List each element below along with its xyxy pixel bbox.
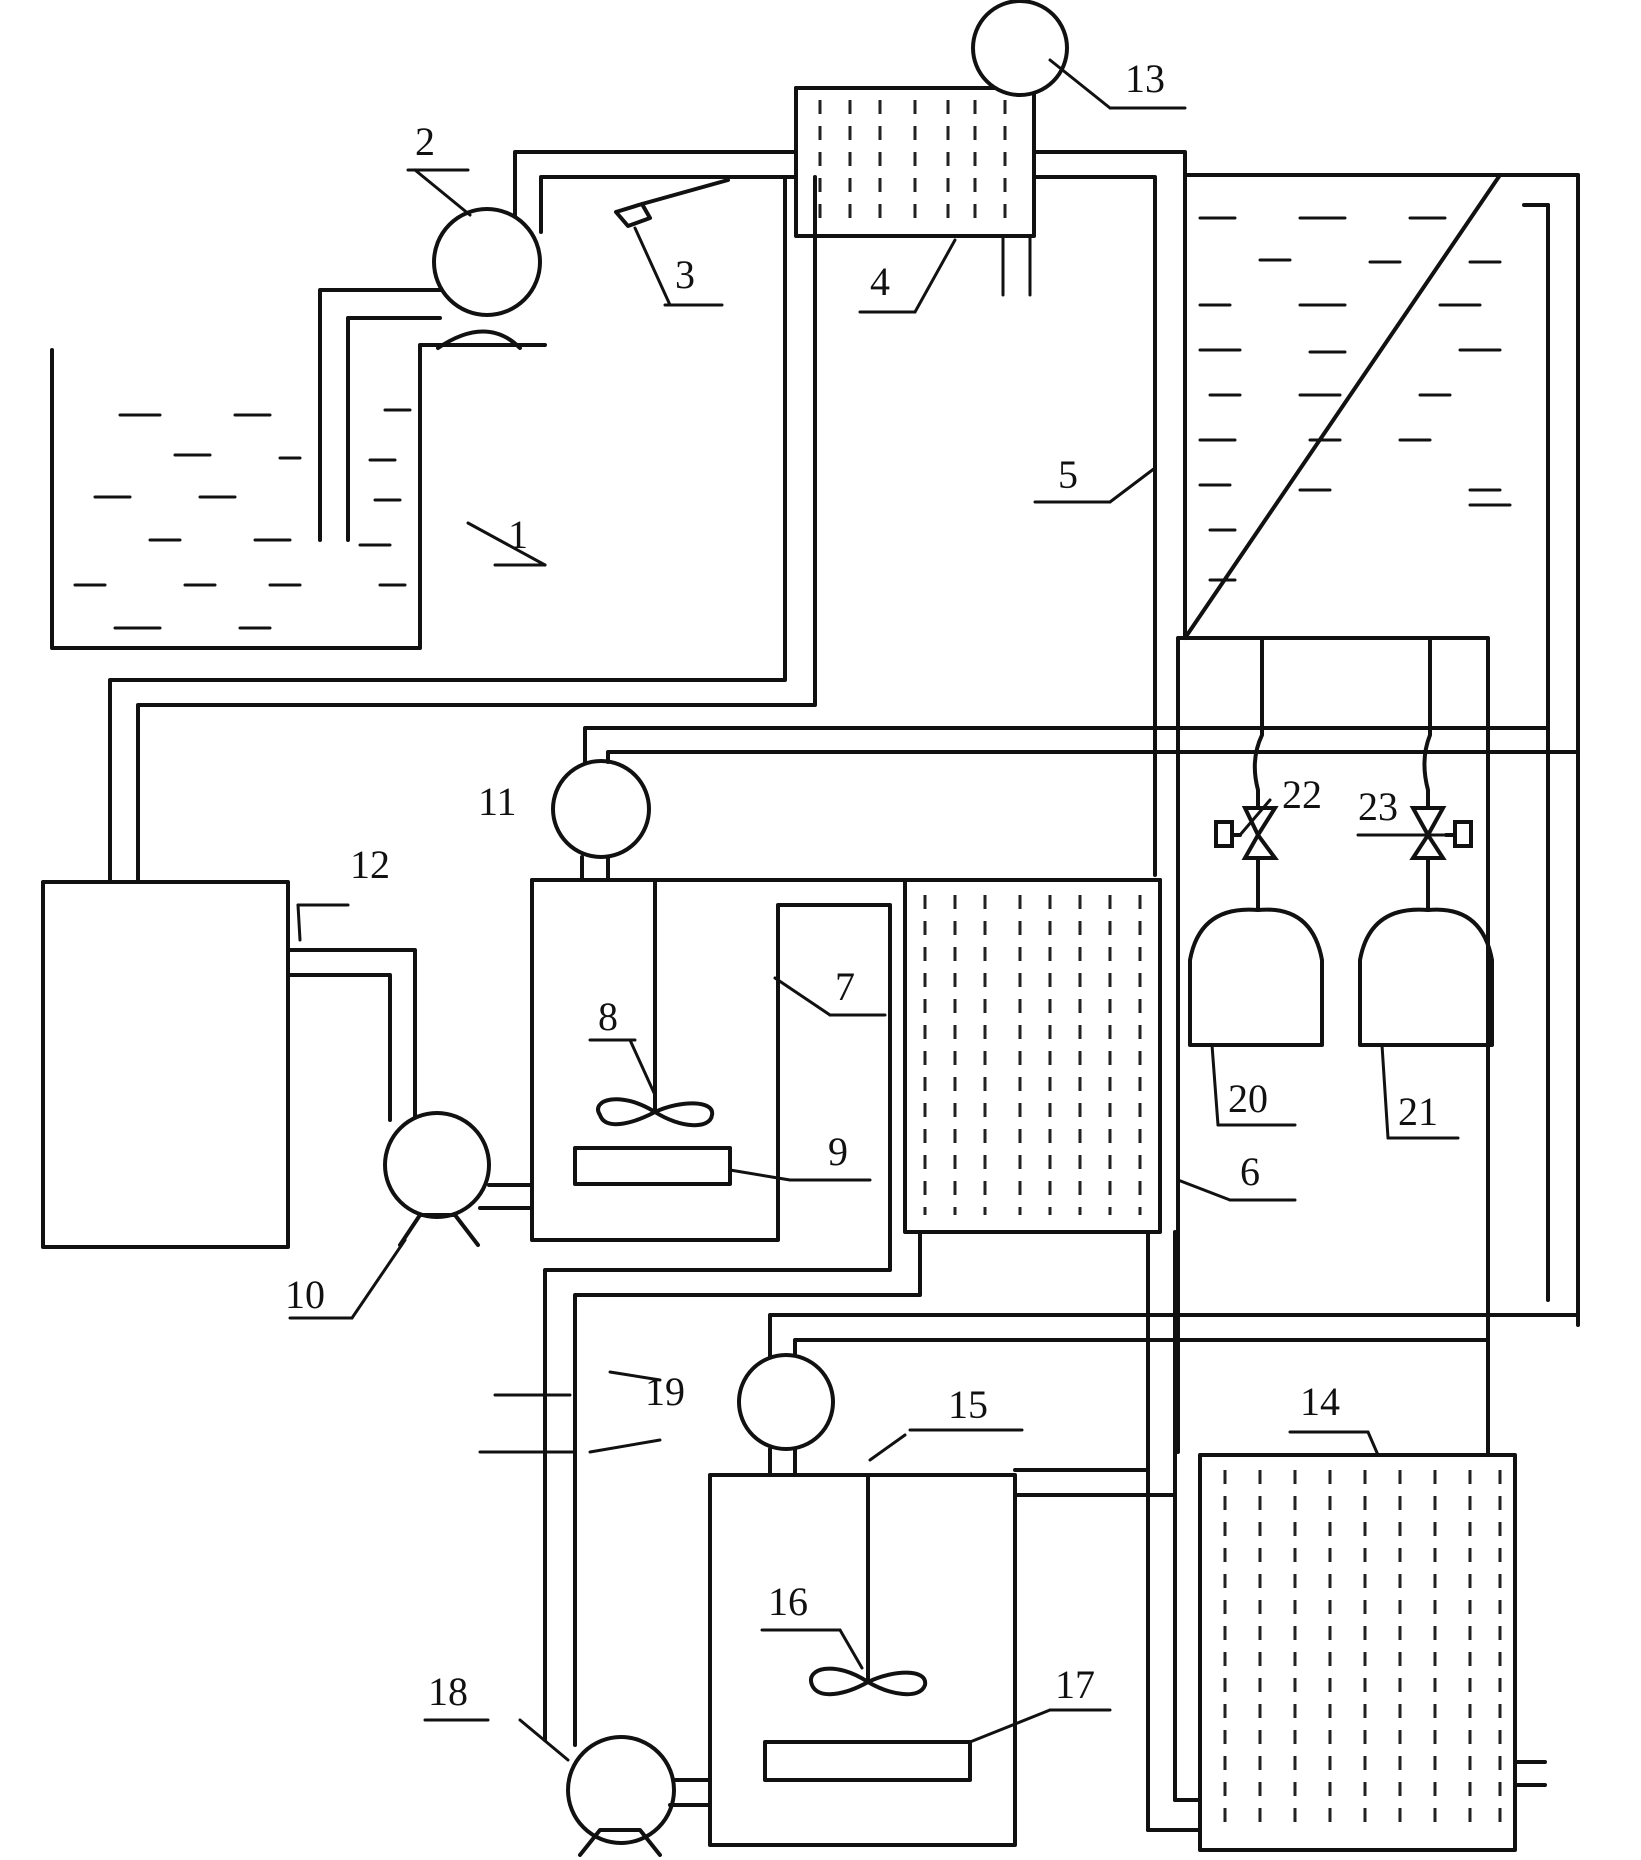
label-15: 15	[948, 1382, 988, 1427]
heater-9	[573, 1146, 732, 1186]
pipe-condenser6-to-pump18	[543, 1233, 892, 1742]
pipe-tank12-to-pump10-inner	[286, 973, 392, 1122]
stirrer-16	[809, 1473, 928, 1697]
label-3: 3	[675, 252, 695, 297]
pipe-tank1-to-pump2-inner	[346, 316, 442, 542]
gas-line-23	[1409, 636, 1473, 912]
leader-lines	[288, 58, 1460, 1762]
gas-line-22	[1214, 636, 1279, 912]
pipe-down-to-14	[1146, 1230, 1177, 1832]
pipe-tank1-to-pump2	[318, 288, 447, 542]
label-16: 16	[768, 1579, 808, 1624]
label-5: 5	[1058, 452, 1078, 497]
tank-12	[41, 880, 290, 1249]
pipe-top-right-connector	[1513, 726, 1580, 754]
condenser-6	[903, 878, 1162, 1234]
condenser-14	[1198, 1453, 1547, 1852]
label-22: 22	[1282, 772, 1322, 817]
pipe-pump2-to-cooler4-inner	[539, 175, 798, 234]
label-6: 6	[1240, 1149, 1260, 1194]
label-11: 11	[478, 779, 517, 824]
label-1: 1	[508, 512, 528, 557]
pipe-cooler4-to-column5	[1032, 150, 1580, 177]
label-4: 4	[870, 259, 890, 304]
pipe-pump11-to-vessel5	[583, 726, 1517, 764]
pipe-pump11-to-vessel5-inner	[606, 750, 1517, 764]
pump-2	[432, 207, 542, 350]
label-19: 19	[645, 1369, 685, 1414]
pipe-pump2-to-cooler4	[513, 86, 798, 234]
pump-11	[551, 759, 651, 882]
pipe-vessel5-to-tank12-inner	[136, 175, 817, 884]
label-14: 14	[1300, 1379, 1340, 1424]
label-2: 2	[415, 119, 435, 164]
pipe-pump19-to-vessel5	[768, 1313, 1580, 1377]
label-17: 17	[1055, 1662, 1095, 1707]
pipe-condenser6-to-pump18-inner	[573, 1230, 922, 1747]
label-18: 18	[428, 1669, 468, 1714]
label-8: 8	[598, 994, 618, 1039]
pipe-vessel5-to-tank12	[108, 175, 787, 884]
heater-17	[763, 1740, 972, 1782]
label-7: 7	[835, 964, 855, 1009]
label-23: 23	[1358, 784, 1398, 829]
reactor-15	[708, 1473, 1017, 1847]
pipe-tank12-to-pump10	[286, 948, 417, 1122]
pump-18	[566, 1735, 676, 1857]
label-12: 12	[350, 842, 390, 887]
label-9: 9	[828, 1129, 848, 1174]
label-21: 21	[1398, 1089, 1438, 1134]
gas-cylinder-21	[1358, 907, 1494, 1047]
label-13: 13	[1125, 56, 1165, 101]
pump-13	[971, 0, 1069, 97]
pipe-pump19-to-vessel5-inner	[793, 1338, 1490, 1377]
pipe-pump18-to-reactor15	[668, 1778, 712, 1807]
condenser-4	[794, 86, 1036, 297]
probe-3	[614, 178, 730, 228]
tank-1	[50, 343, 547, 650]
gas-cylinder-20	[1188, 907, 1324, 1047]
pipe-reactor15-to-14	[1013, 1468, 1177, 1497]
label-10: 10	[285, 1272, 325, 1317]
label-20: 20	[1228, 1076, 1268, 1121]
pump-10	[383, 1111, 491, 1247]
pump-19	[737, 1353, 835, 1477]
pipe-cooler4-to-column5-inner	[1032, 175, 1157, 877]
stirrer-8	[596, 878, 715, 1128]
